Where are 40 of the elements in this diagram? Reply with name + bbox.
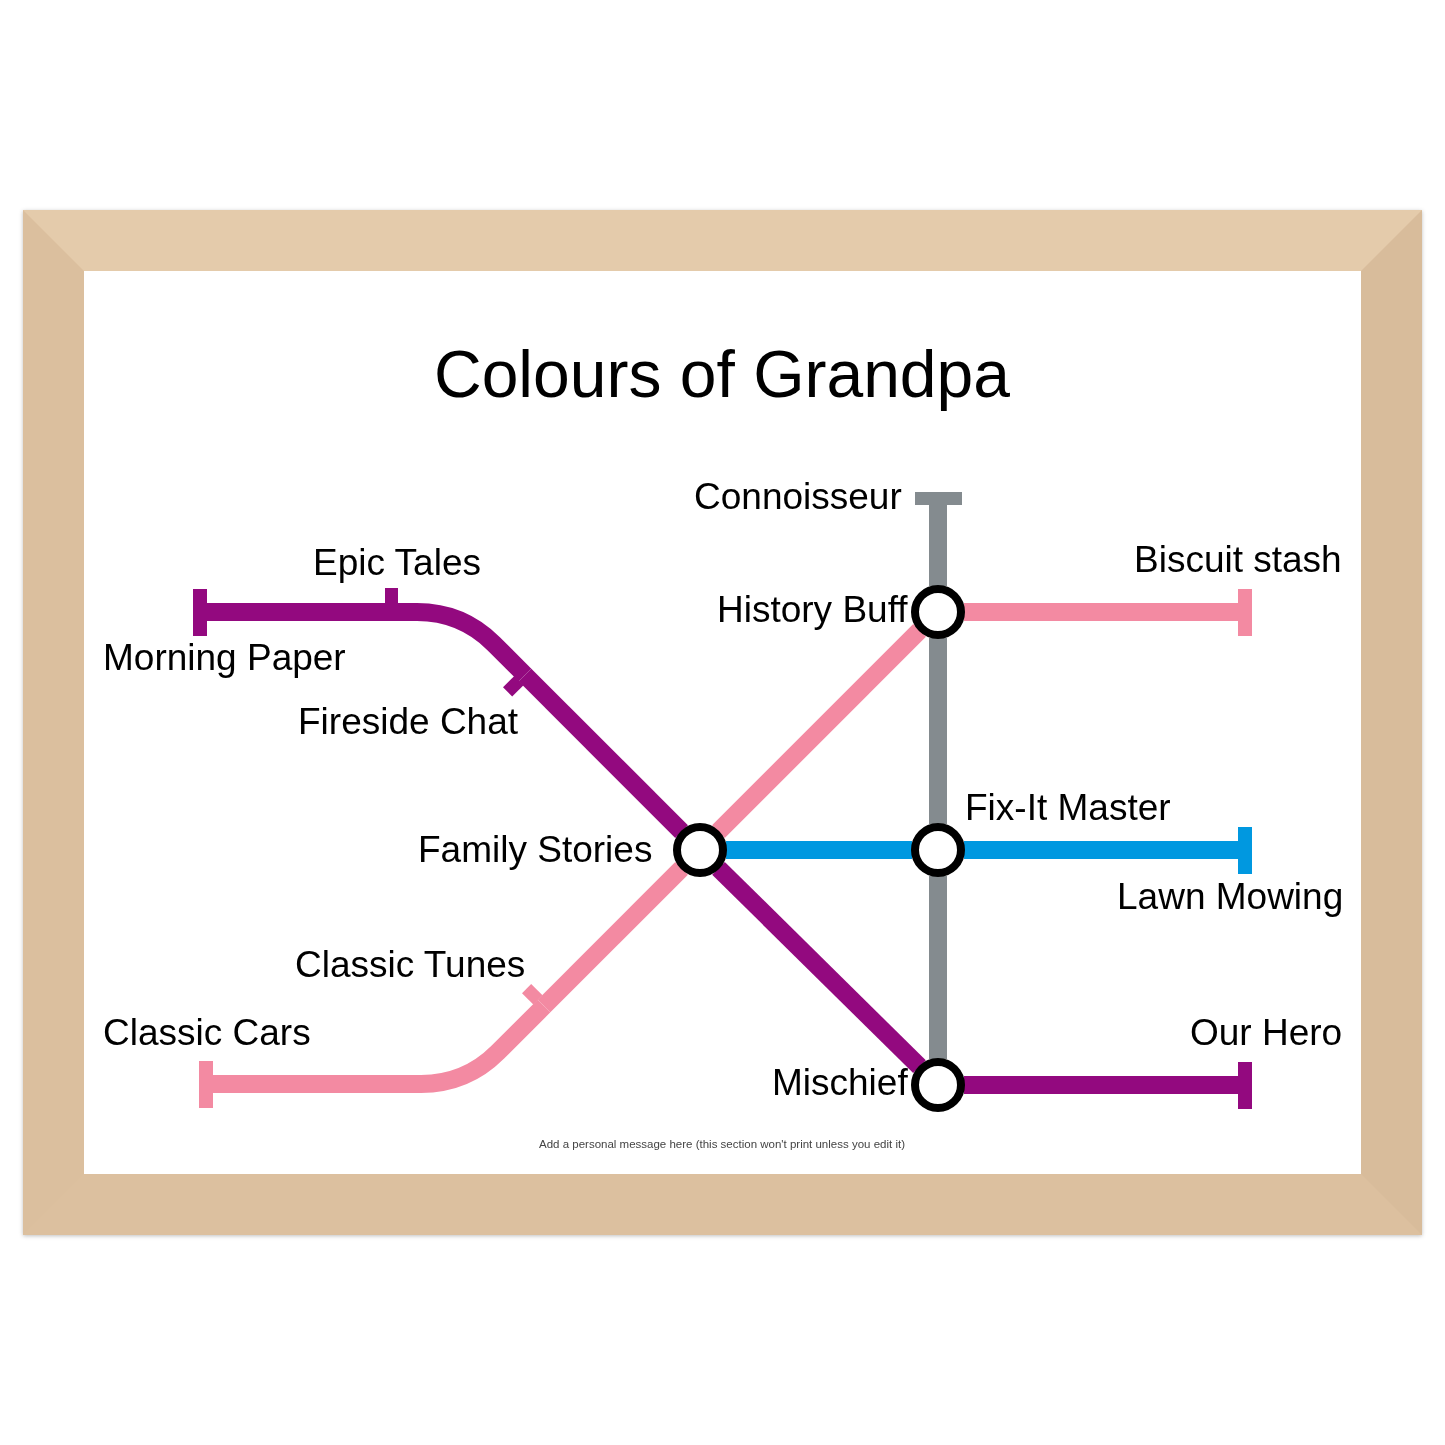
station-name: Classic Tunes (295, 943, 526, 987)
metro-line (212, 999, 551, 1093)
station-name: Fix-It Master (965, 786, 1171, 830)
terminus-bar-icon (1238, 1061, 1252, 1109)
station-name: Our Hero (1190, 1011, 1343, 1055)
station-name: Mischief (772, 1061, 908, 1105)
terminus-bar-icon (1238, 826, 1252, 874)
interchange-circle-icon (911, 585, 965, 639)
station-name: Epic Tales (313, 541, 481, 585)
metro-line (964, 1076, 1239, 1094)
station-name: Lawn Mowing (1117, 875, 1344, 919)
metro-line (712, 624, 926, 838)
metro-line (518, 668, 688, 838)
terminus-bar-icon (1238, 588, 1252, 636)
station-name: Family Stories (418, 828, 653, 872)
metro-line (726, 841, 912, 859)
map-title: Colours of Grandpa (434, 337, 1010, 413)
personal-message-note: Add a personal message here (this section won't print unless you edit it) (539, 1137, 905, 1152)
terminus-bar-icon (199, 1060, 213, 1108)
metro-line (929, 876, 947, 1059)
station-name: History Buff (717, 588, 908, 632)
metro-line (537, 862, 688, 1013)
station-name: Connoisseur (694, 475, 902, 519)
interchange-circle-icon (673, 823, 727, 877)
station-name: Fireside Chat (298, 700, 519, 744)
station-name: Morning Paper (103, 636, 346, 680)
interchange-circle-icon (911, 823, 965, 877)
metro-line (964, 603, 1239, 621)
interchange-circle-icon (911, 1058, 965, 1112)
station-name: Biscuit stash (1134, 538, 1342, 582)
terminus-bar-icon (193, 588, 207, 636)
metro-line (964, 841, 1239, 859)
metro-line (929, 504, 947, 586)
station-name: Classic Cars (103, 1011, 311, 1055)
metro-line (712, 861, 926, 1074)
metro-line (929, 638, 947, 824)
station-tick-icon (503, 676, 524, 697)
station-tick-icon (522, 984, 543, 1005)
metro-line (391, 603, 532, 682)
metro-line (206, 603, 391, 621)
